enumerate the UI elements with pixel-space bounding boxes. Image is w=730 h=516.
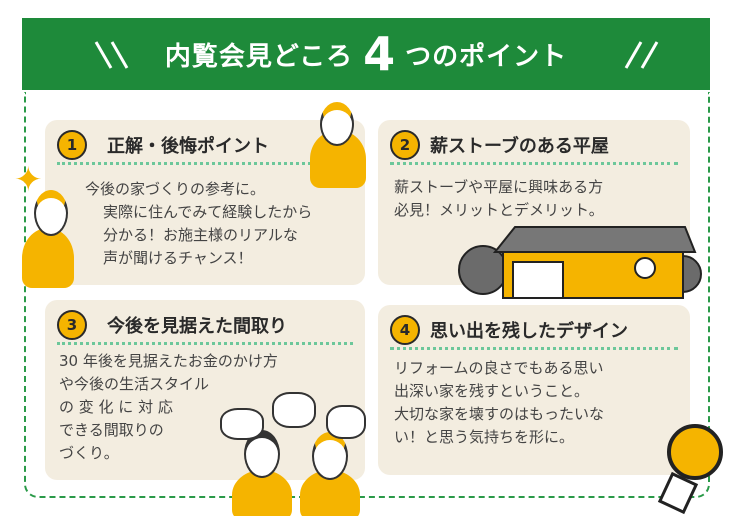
- title-text: 今後を見据えた間取り: [107, 316, 287, 337]
- body-line: い！と思う気持ちを形に。: [394, 428, 575, 446]
- body-line: 分かる！お施主様のリアルな: [103, 226, 298, 244]
- accent-line: [624, 41, 643, 69]
- point-title-3: 3 今後を見据えた間取り: [57, 308, 353, 345]
- body-line: や今後の生活スタイル: [59, 375, 210, 393]
- body-line: 今後の家づくりの参考に。: [85, 180, 266, 198]
- title-before: 内覧会見どころ: [164, 41, 354, 72]
- header-banner: 内覧会見どころ 4 つのポイント: [22, 18, 710, 90]
- point-body-1: 今後の家づくりの参考に。 実際に住んでみて経験したから 分かる！お施主様のリアル…: [85, 178, 312, 270]
- title-text: 正解・後悔ポイント: [107, 136, 269, 157]
- body-line: 実際に住んでみて経験したから: [103, 203, 313, 221]
- accent-line: [640, 41, 659, 69]
- body-line: 出深い家を残すということ。: [394, 382, 590, 400]
- accent-line: [94, 41, 113, 69]
- title-after: つのポイント: [405, 41, 568, 72]
- lightbulb-icon: [657, 424, 723, 515]
- sparkle-icon: ✦: [14, 160, 43, 200]
- body-line: 30 年後を見据えたお金のかけ方: [59, 352, 278, 370]
- point-card-4: 4 思い出を残したデザイン リフォームの良さでもある思い 出深い家を残すということ…: [378, 305, 690, 475]
- accent-line: [110, 41, 129, 69]
- house-illustration: [458, 226, 702, 299]
- body-line: リフォームの良さでもある思い: [394, 359, 604, 377]
- point-title-4: 4 思い出を残したデザイン: [390, 313, 678, 350]
- point-title-1: 1 正解・後悔ポイント: [57, 128, 353, 165]
- point-card-3: 3 今後を見据えた間取り 30 年後を見据えたお金のかけ方 や今後の生活スタイル …: [45, 300, 365, 480]
- title-number: 4: [363, 27, 396, 81]
- body-line: できる間取りの: [59, 421, 164, 439]
- body-line: づくり。: [59, 444, 119, 462]
- body-line: 薪ストーブや平屋に興味ある方: [394, 178, 604, 196]
- point-body-3: 30 年後を見据えたお金のかけ方 や今後の生活スタイル の 変 化 に 対 応 …: [59, 350, 278, 465]
- point-title-2: 2 薪ストーブのある平屋: [390, 128, 678, 165]
- body-line: 声が聞けるチャンス！: [103, 249, 253, 267]
- title-text: 薪ストーブのある平屋: [430, 136, 609, 157]
- number-badge: 2: [390, 130, 420, 160]
- dashed-frame: [24, 92, 710, 498]
- number-badge: 3: [57, 310, 87, 340]
- point-body-4: リフォームの良さでもある思い 出深い家を残すということ。 大切な家を壊すのはもっ…: [394, 357, 604, 449]
- title-text: 思い出を残したデザイン: [430, 321, 628, 342]
- body-line: 必見！メリットとデメリット。: [394, 201, 604, 219]
- point-body-2: 薪ストーブや平屋に興味ある方 必見！メリットとデメリット。: [394, 176, 604, 222]
- body-line: の 変 化 に 対 応: [59, 398, 173, 416]
- number-badge: 4: [390, 315, 420, 345]
- body-line: 大切な家を壊すのはもったいな: [394, 405, 605, 423]
- number-badge: 1: [57, 130, 87, 160]
